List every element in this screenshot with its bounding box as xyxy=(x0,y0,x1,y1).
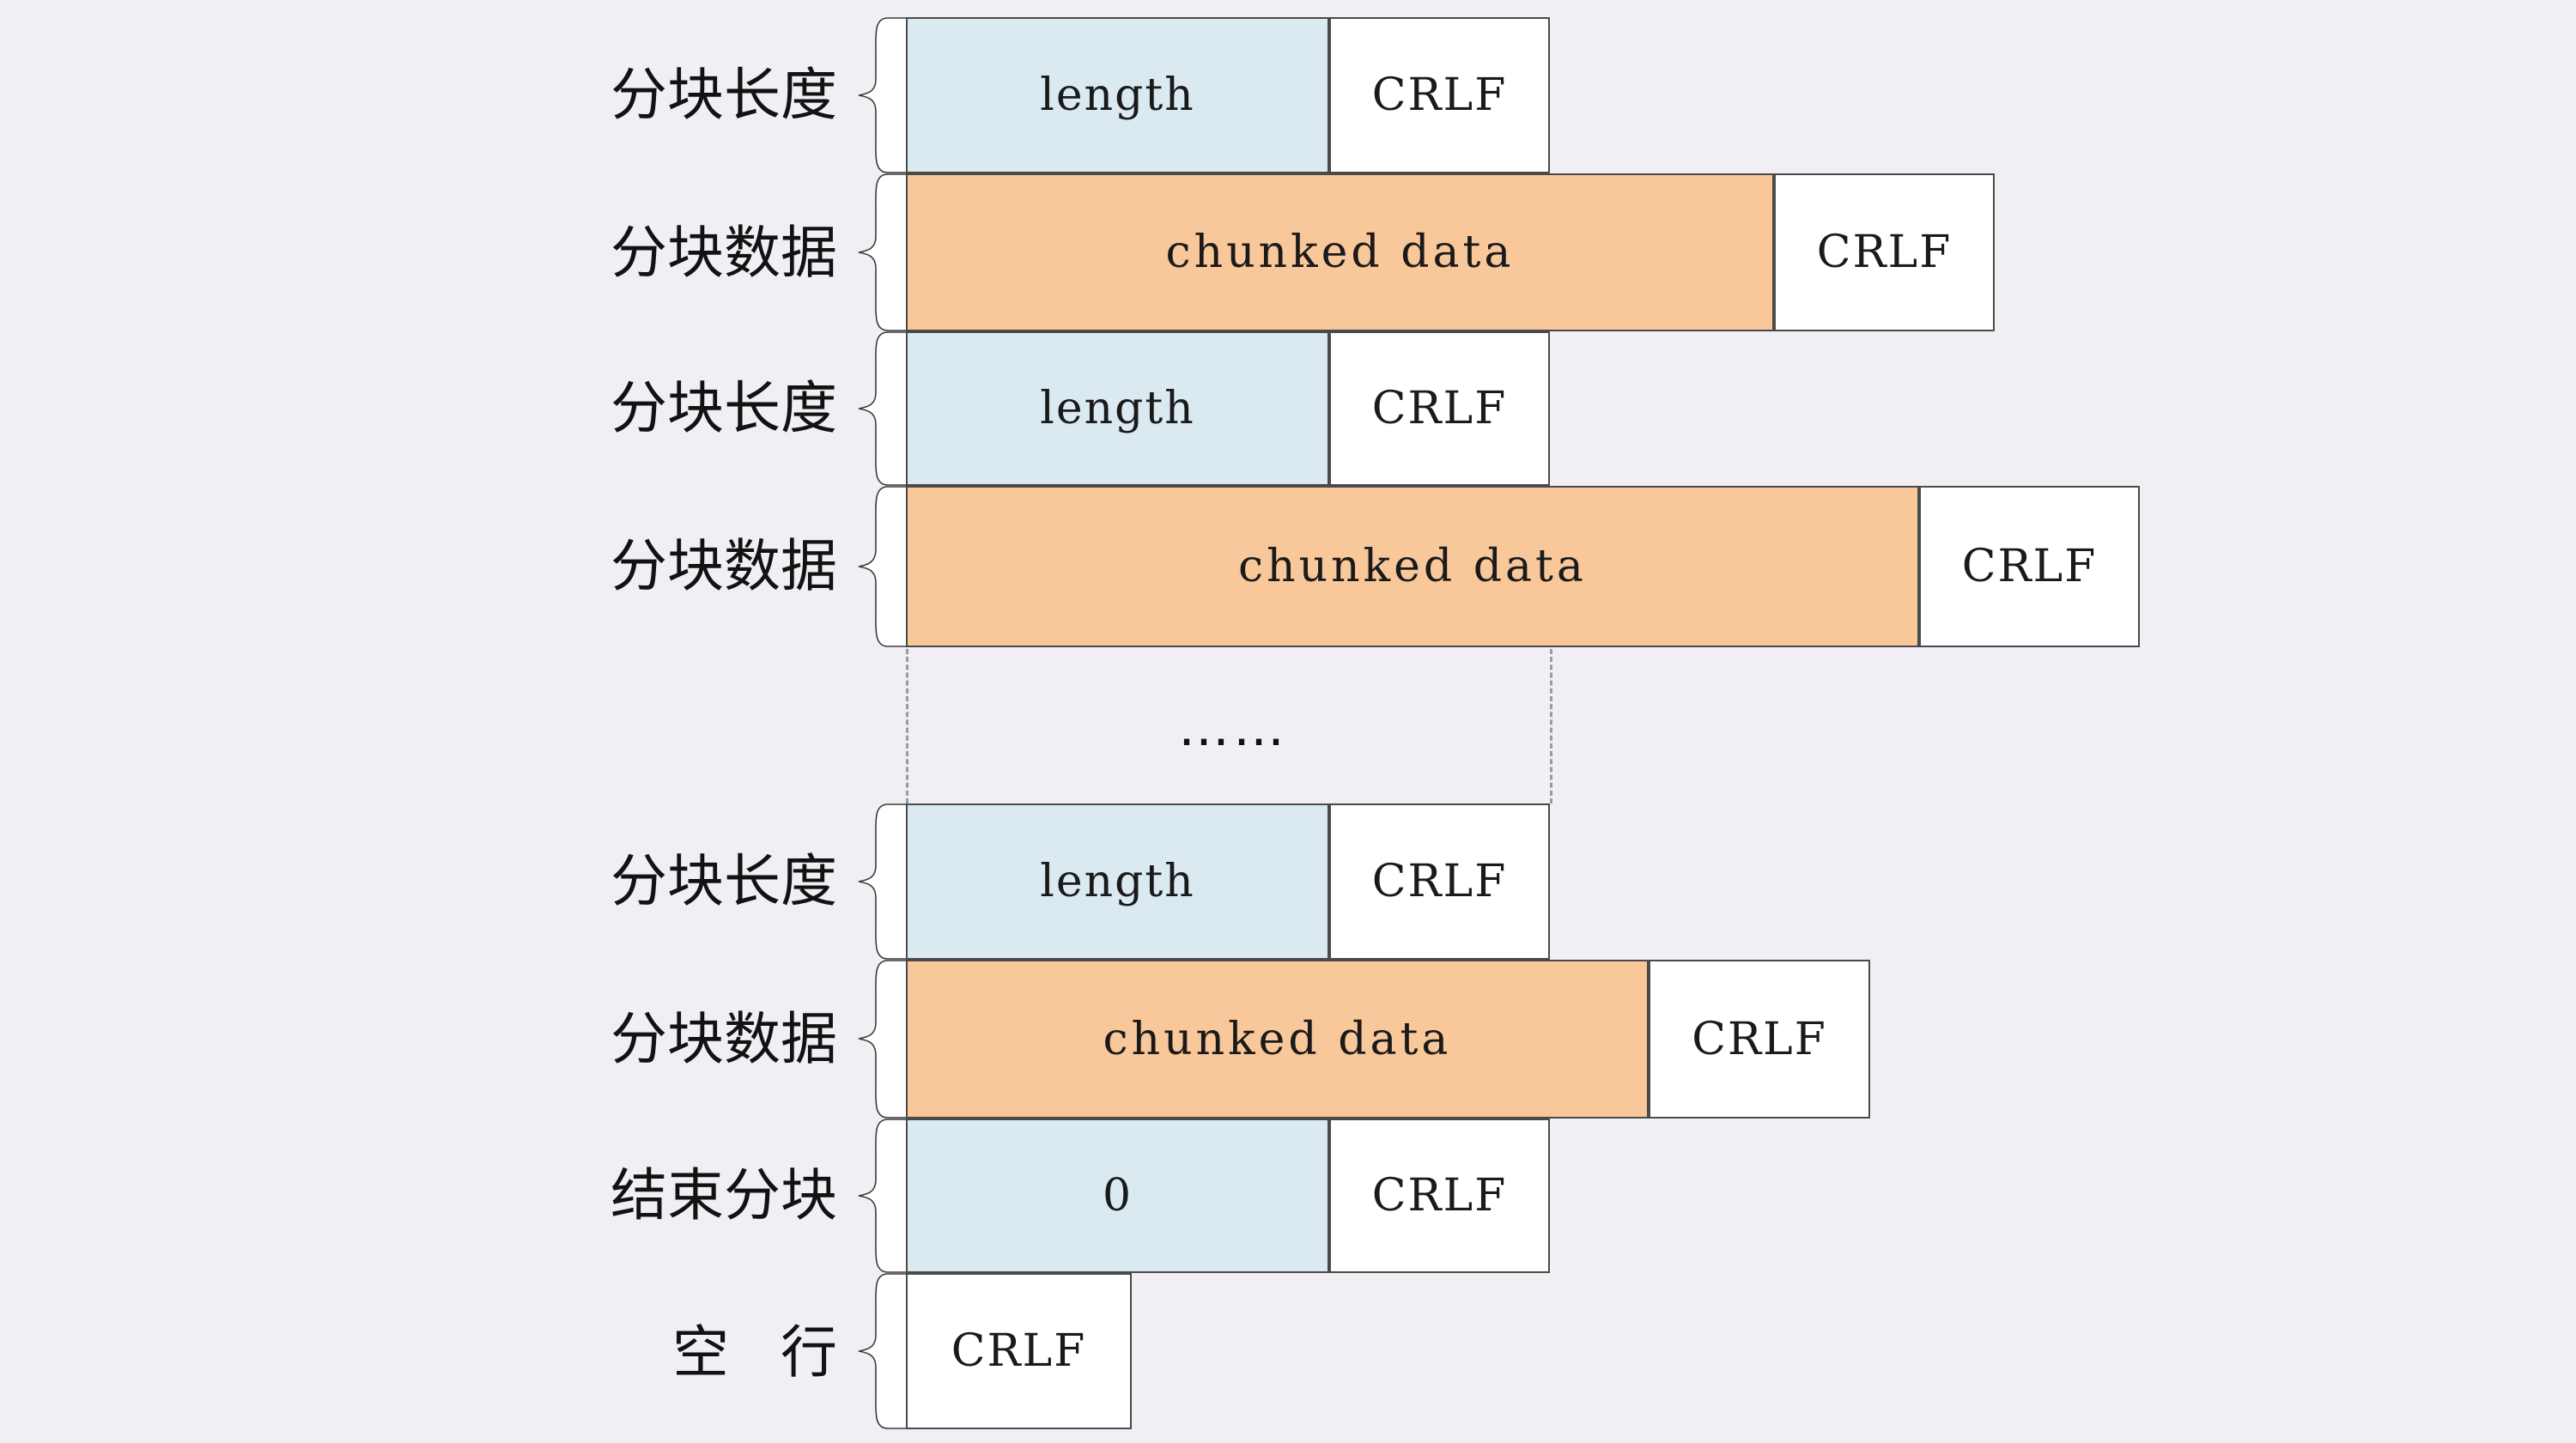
cell-chunked-data-1: chunked data xyxy=(906,173,1774,331)
brace-icon-row-1 xyxy=(857,17,907,173)
row-label-end-chunk: 结束分块 xyxy=(611,1162,837,1228)
row-label-chunk-data-2: 分块数据 xyxy=(611,533,837,599)
guide-line-right xyxy=(1550,649,1552,803)
cell-crlf-4: CRLF xyxy=(1919,486,2140,647)
cell-terminating-zero: 0 xyxy=(906,1119,1329,1273)
cell-chunked-data-3: chunked data xyxy=(906,960,1649,1119)
row-label-chunk-data-1: 分块数据 xyxy=(611,220,837,286)
cell-crlf-5: CRLF xyxy=(1329,803,1550,960)
cell-crlf-2: CRLF xyxy=(1774,173,1995,331)
cell-crlf-3: CRLF xyxy=(1329,331,1550,486)
ellipsis-indicator: …… xyxy=(1178,698,1288,758)
cell-length-3: length xyxy=(906,803,1329,960)
brace-icon-row-7 xyxy=(857,1119,907,1273)
cell-crlf-7: CRLF xyxy=(1329,1119,1550,1273)
brace-icon-row-3 xyxy=(857,331,907,486)
row-label-blank-line: 空行 xyxy=(672,1319,889,1385)
guide-line-left xyxy=(906,649,908,803)
brace-icon-row-5 xyxy=(857,803,907,960)
brace-icon-row-6 xyxy=(857,960,907,1119)
cell-crlf-6: CRLF xyxy=(1649,960,1870,1119)
cell-crlf-8: CRLF xyxy=(906,1273,1132,1429)
cell-length-1: length xyxy=(906,17,1329,173)
row-label-chunk-data-3: 分块数据 xyxy=(611,1006,837,1072)
row-label-chunk-length-2: 分块长度 xyxy=(611,375,837,441)
cell-length-2: length xyxy=(906,331,1329,486)
brace-icon-row-2 xyxy=(857,173,907,331)
row-label-chunk-length-3: 分块长度 xyxy=(611,848,837,914)
brace-icon-row-4 xyxy=(857,486,907,647)
cell-crlf-1: CRLF xyxy=(1329,17,1550,173)
cell-chunked-data-2: chunked data xyxy=(906,486,1919,647)
row-label-chunk-length-1: 分块长度 xyxy=(611,62,837,128)
